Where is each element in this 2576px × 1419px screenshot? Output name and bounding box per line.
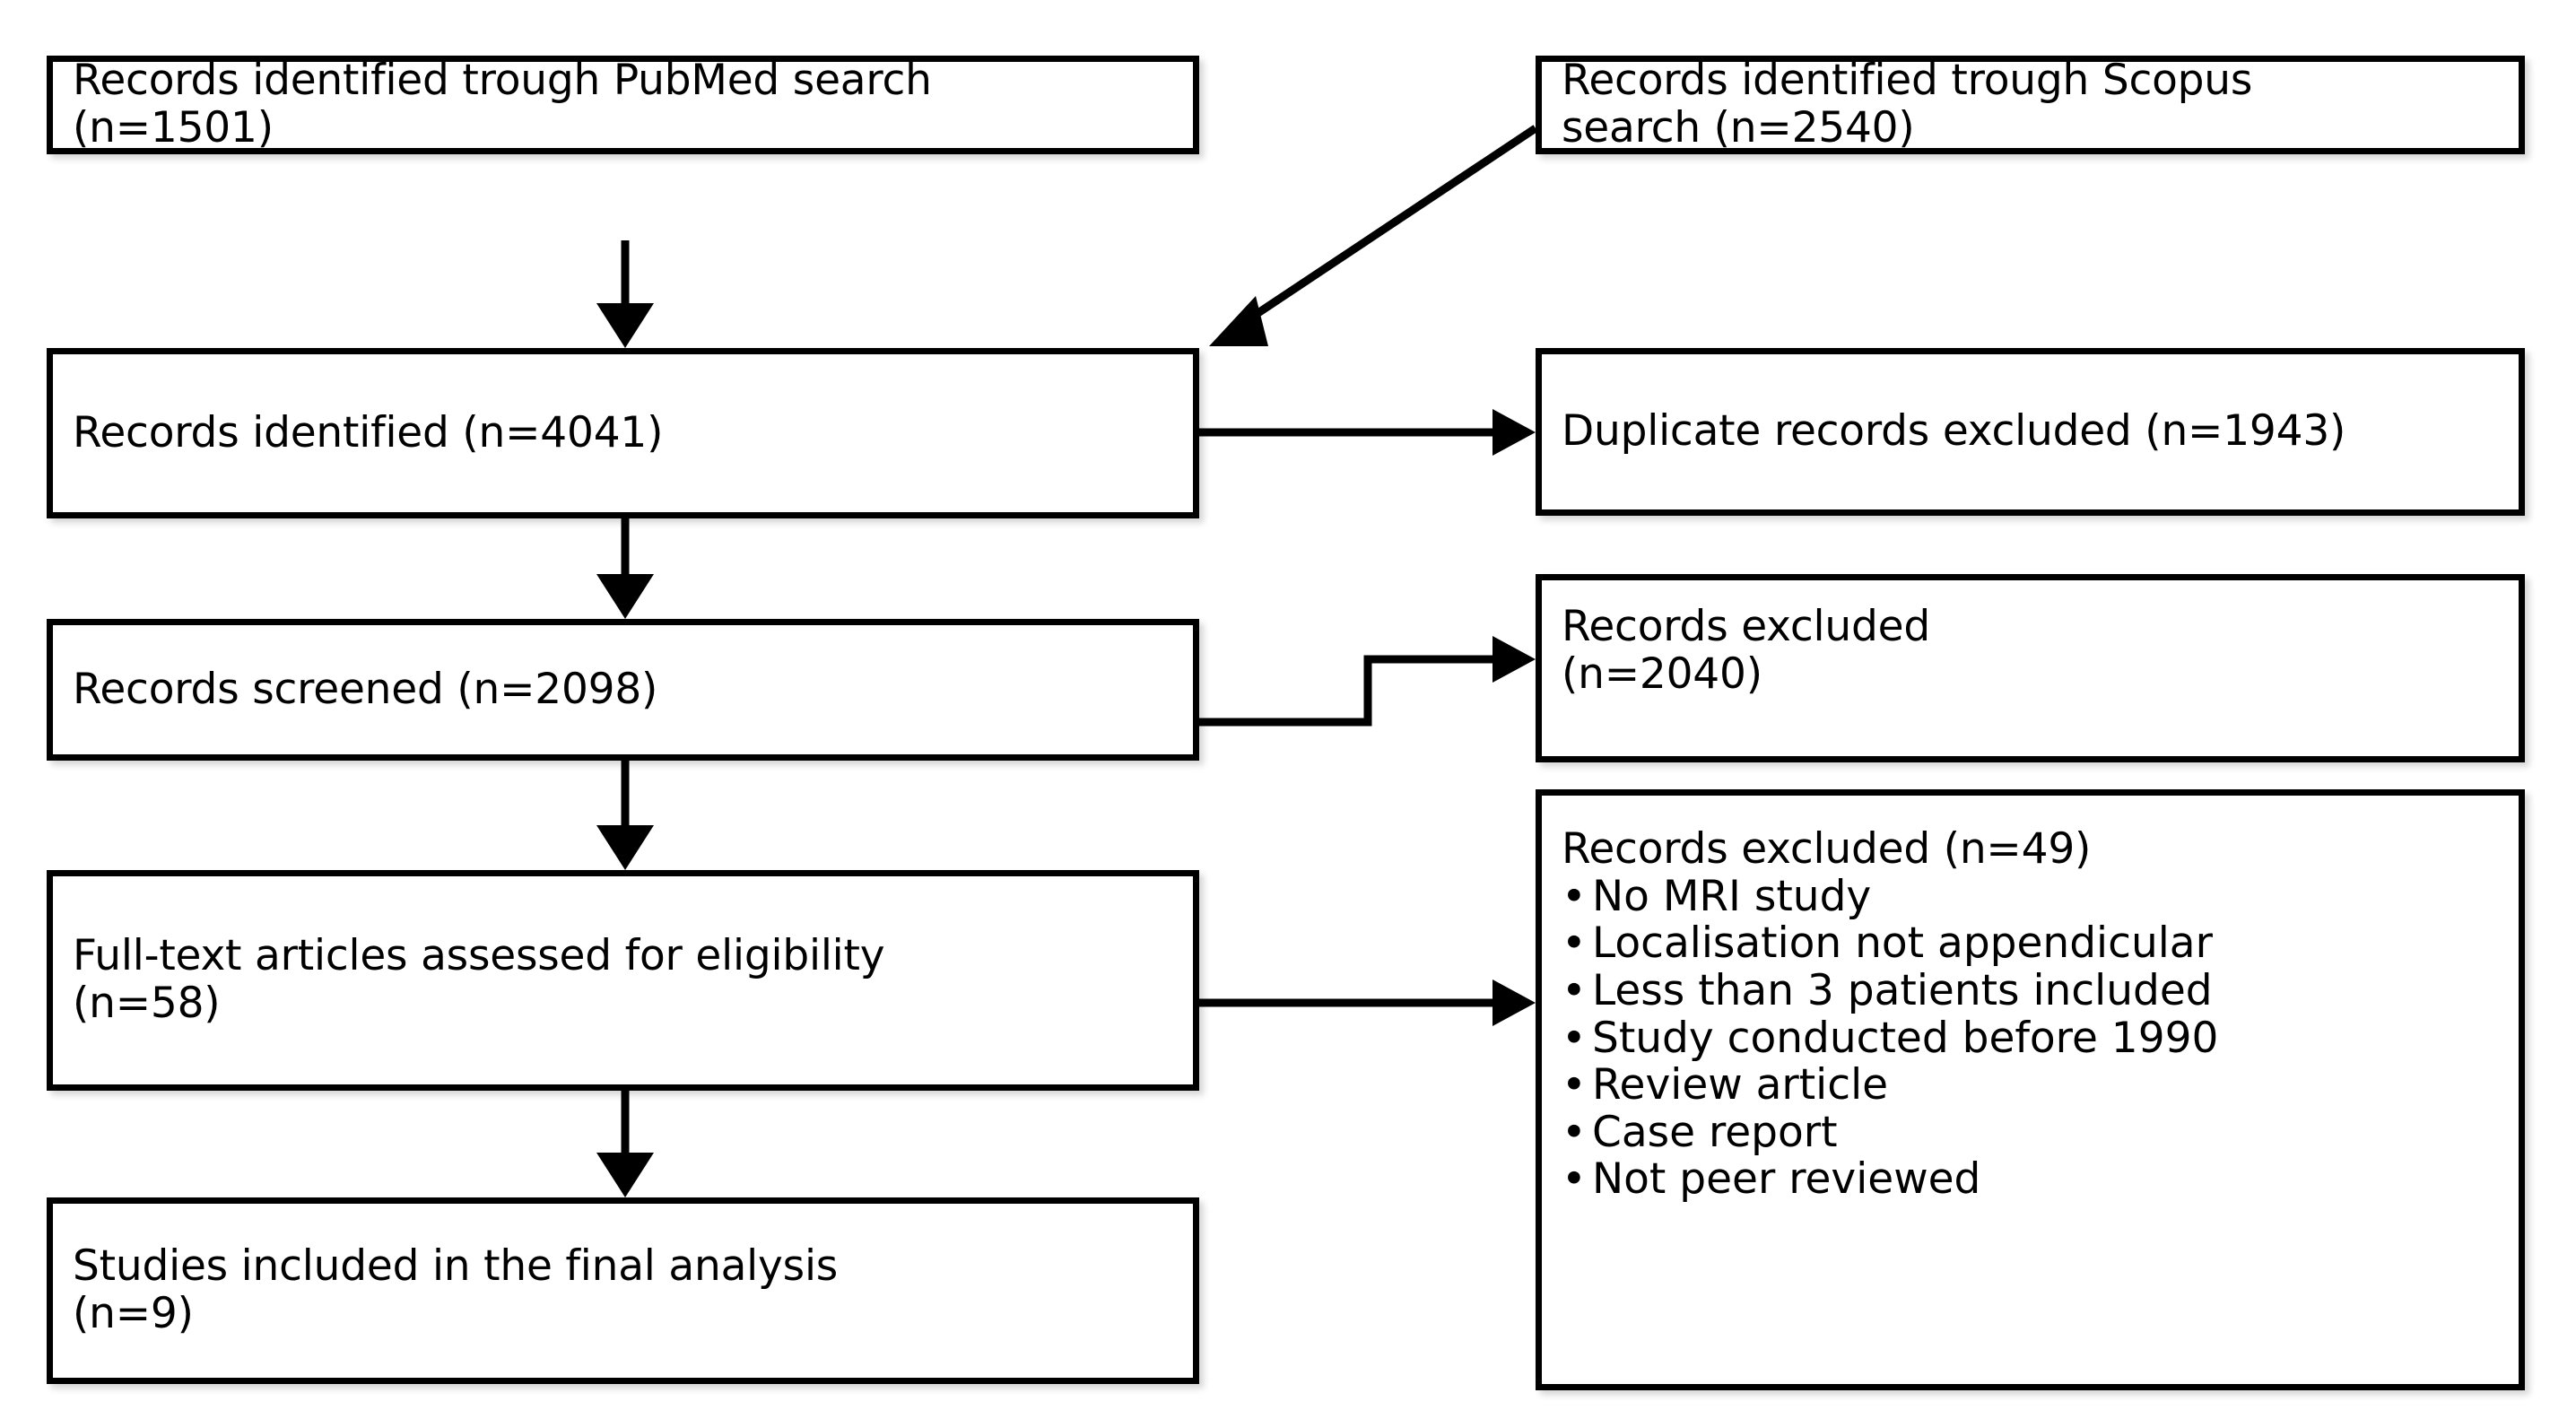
list-item: • Case report (1562, 1107, 2499, 1157)
pubmed-line-2: (n=1501) (73, 103, 274, 152)
list-item: • Localisation not appendicular (1562, 920, 2499, 968)
reason-label: Localisation not appendicular (1592, 918, 2213, 969)
excluded-screening-line-2: (n=2040) (1562, 649, 1762, 699)
list-item: • Not peer reviewed (1562, 1156, 2499, 1204)
pubmed-line-1: Records identified trough PubMed search (73, 56, 932, 106)
list-item: • No MRI study (1562, 871, 2499, 921)
reason-label: Case report (1592, 1107, 1838, 1157)
list-item: • Study conducted before 1990 (1562, 1013, 2499, 1063)
node-fulltext-articles-assessed[interactable]: Full-text articles assessed for eligibil… (47, 870, 1199, 1091)
edge-identified-to-screened (596, 518, 654, 619)
reason-label: No MRI study (1592, 871, 1872, 921)
node-duplicate-records-excluded[interactable]: Duplicate records excluded (n=1943) (1536, 348, 2525, 516)
list-item: • Less than 3 patients included (1562, 965, 2499, 1015)
bullet-icon: • (1562, 1107, 1587, 1157)
edge-screened-to-excluded-screening (1199, 636, 1536, 727)
screened-line-1: Records screened (n=2098) (73, 664, 658, 714)
fulltext-line-2: (n=58) (73, 979, 221, 1028)
scopus-line-1: Records identified trough Scopus (1562, 56, 2253, 106)
edge-identified-to-duplicates (1199, 409, 1536, 456)
reason-label: Review article (1592, 1060, 1889, 1110)
reason-label: Study conducted before 1990 (1592, 1013, 2219, 1063)
fulltext-line-1: Full-text articles assessed for eligibil… (73, 931, 885, 981)
bullet-icon: • (1562, 918, 1587, 969)
included-line-2: (n=9) (73, 1289, 194, 1338)
identified-line-1: Records identified (n=4041) (73, 407, 664, 457)
list-item: • Review article (1562, 1060, 2499, 1110)
node-records-excluded-screening[interactable]: Records excluded (n=2040) (1536, 574, 2525, 762)
node-records-excluded-fulltext[interactable]: Records excluded (n=49) • No MRI study •… (1536, 789, 2525, 1390)
edge-scopus-to-identified (1209, 125, 1538, 346)
bullet-icon: • (1562, 1060, 1587, 1110)
bullet-icon: • (1562, 965, 1587, 1015)
node-records-identified-pubmed[interactable]: Records identified trough PubMed search … (47, 56, 1199, 154)
node-studies-included[interactable]: Studies included in the final analysis (… (47, 1197, 1199, 1384)
included-line-1: Studies included in the final analysis (73, 1241, 839, 1292)
edge-screened-to-fulltext (596, 761, 654, 870)
bullet-icon: • (1562, 871, 1587, 921)
edge-fulltext-to-excluded-fulltext (1199, 979, 1536, 1026)
reason-label: Less than 3 patients included (1592, 965, 2213, 1015)
edge-pubmed-to-identified (596, 240, 654, 348)
scopus-line-2: search (n=2540) (1562, 103, 1915, 152)
bullet-icon: • (1562, 1013, 1587, 1063)
excluded-screening-line-1: Records excluded (1562, 602, 1930, 651)
node-records-screened[interactable]: Records screened (n=2098) (47, 619, 1199, 761)
excluded-fulltext-heading: Records excluded (n=49) (1562, 824, 2092, 874)
duplicates-line-1: Duplicate records excluded (n=1943) (1562, 406, 2346, 457)
node-records-identified-total[interactable]: Records identified (n=4041) (47, 348, 1199, 518)
edge-fulltext-to-included (596, 1091, 654, 1197)
node-records-identified-scopus[interactable]: Records identified trough Scopus search … (1536, 56, 2525, 154)
bullet-icon: • (1562, 1154, 1587, 1205)
excluded-fulltext-reason-list: • No MRI study • Localisation not append… (1562, 871, 2499, 1204)
reason-label: Not peer reviewed (1592, 1154, 1981, 1205)
